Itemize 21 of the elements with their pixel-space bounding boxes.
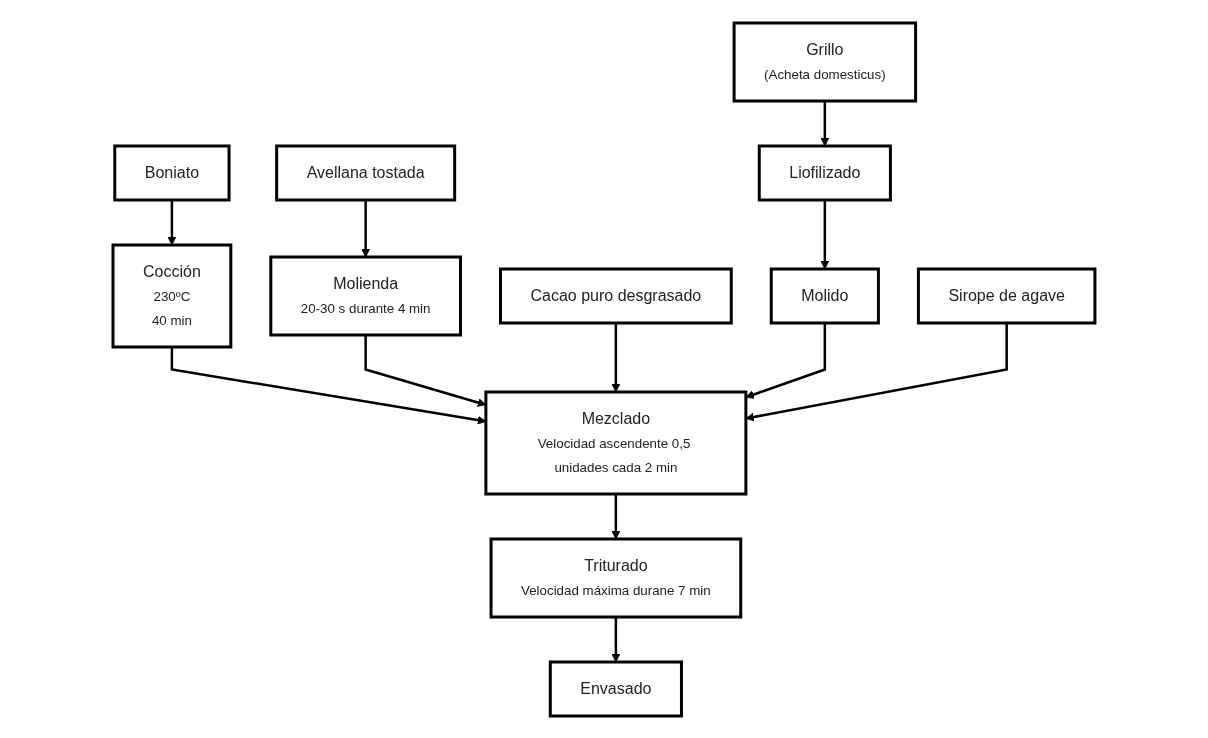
arrow	[361, 199, 371, 257]
node-box: Envasado	[548, 660, 683, 717]
node-box: Boniato	[113, 144, 231, 201]
node-box: Triturado Velocidad máxima durane 7 min	[489, 537, 743, 618]
arrow	[745, 322, 827, 399]
arrow	[611, 322, 621, 392]
arrow	[611, 616, 621, 662]
arrow	[167, 199, 177, 245]
node-box: Cocción 230ºC 40 min	[111, 243, 233, 348]
arrow	[820, 100, 830, 146]
node-box: Avellana tostada	[275, 144, 457, 201]
arrow	[745, 322, 1008, 421]
node-box: Mezclado Velocidad ascendente 0,5 unidades cada 2 min	[484, 390, 748, 495]
node-box: Liofilizado	[757, 144, 892, 201]
node-box: Cacao puro desgrasado	[499, 267, 733, 324]
arrow	[611, 493, 621, 539]
node-box: Molienda 20-30 s durante 4 min	[269, 255, 462, 336]
arrow	[820, 199, 830, 269]
node-box: Molido	[769, 267, 880, 324]
node-box: Sirope de agave	[916, 267, 1097, 324]
node-box: Grillo (Acheta domesticus)	[732, 21, 918, 102]
